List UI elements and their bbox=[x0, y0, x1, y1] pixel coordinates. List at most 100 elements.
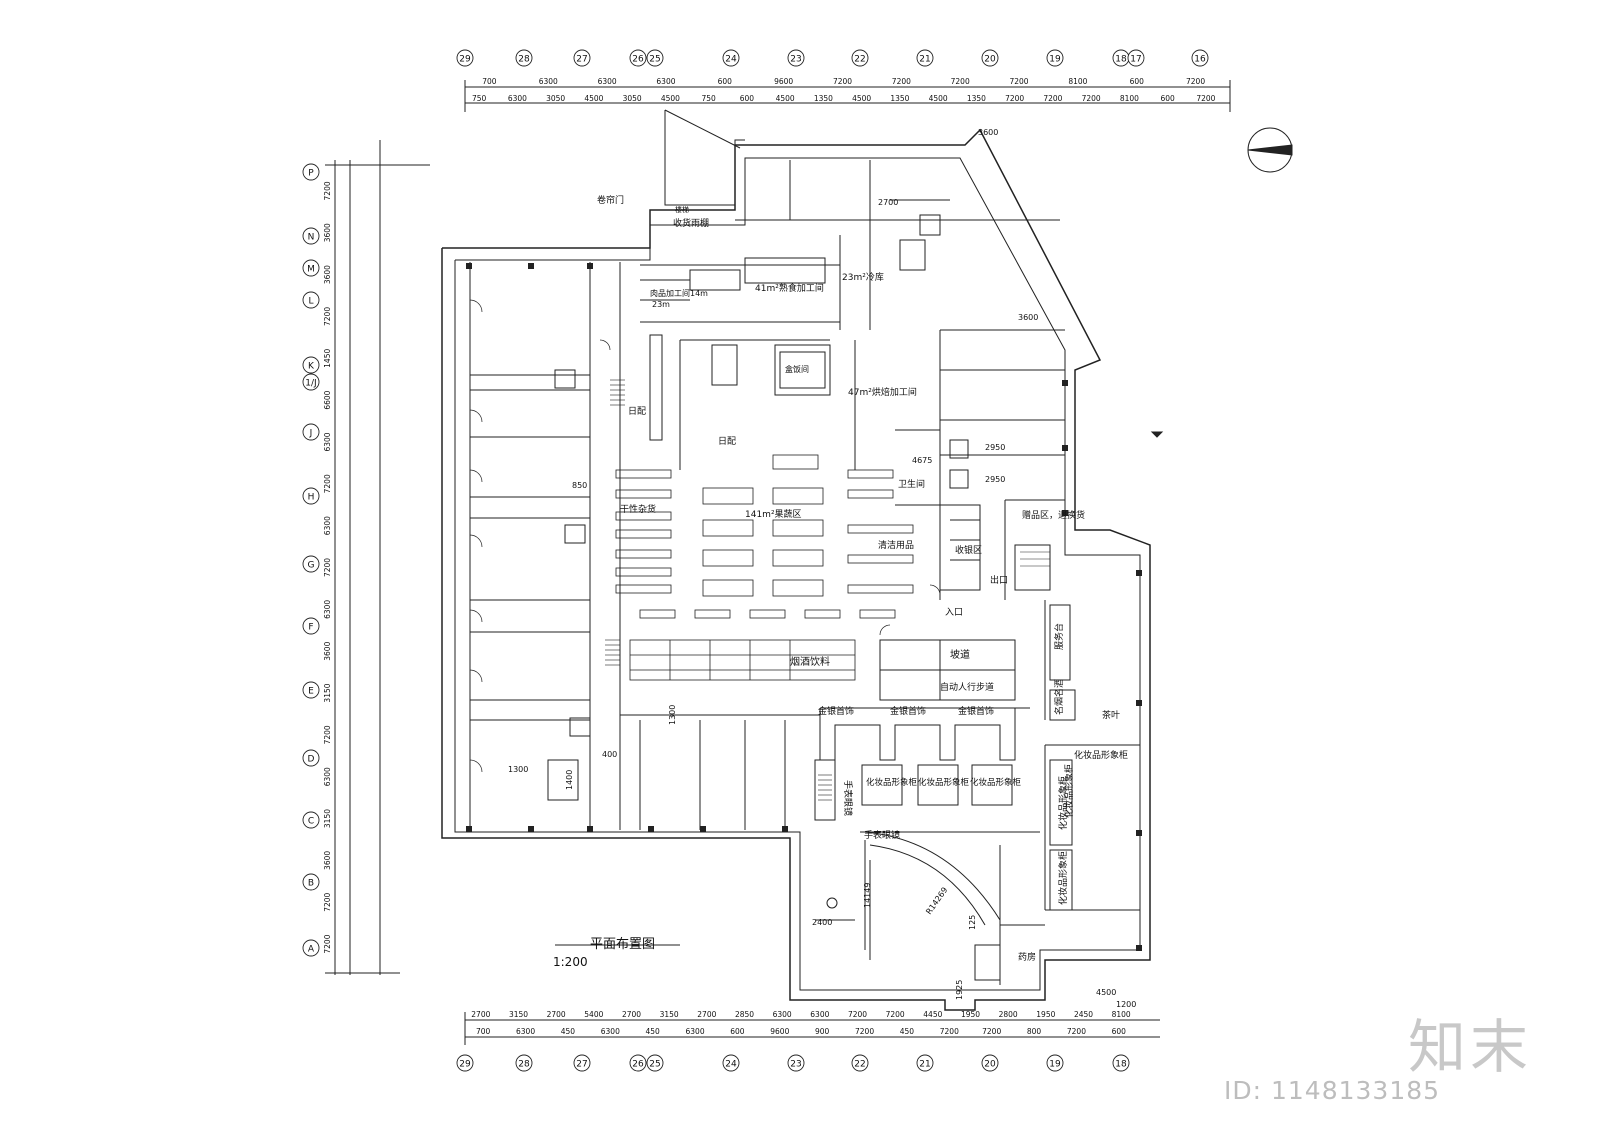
axis-bottom-26: 26 bbox=[629, 1054, 647, 1072]
dim-bot2-2: 450 bbox=[561, 1027, 576, 1036]
dim-bot2-9: 7200 bbox=[855, 1027, 874, 1036]
svg-text:B: B bbox=[308, 879, 314, 889]
dim-top2-1: 6300 bbox=[508, 94, 527, 103]
svg-text:25: 25 bbox=[649, 55, 660, 65]
dim-bot2-7: 9600 bbox=[770, 1027, 789, 1036]
dim-left-12: 3150 bbox=[323, 683, 332, 702]
dim-bot2-4: 450 bbox=[646, 1027, 661, 1036]
axis-bottom-22: 22 bbox=[851, 1054, 869, 1072]
axis-left-1/J: 1/J bbox=[302, 373, 320, 391]
dim-bot2-3: 6300 bbox=[601, 1027, 620, 1036]
svg-text:23: 23 bbox=[790, 55, 801, 65]
dim-1300-b: 1300 bbox=[668, 705, 677, 725]
dim-bot1-2: 2700 bbox=[547, 1010, 566, 1019]
axis-left-A: A bbox=[302, 939, 320, 957]
axis-top-29: 29 bbox=[456, 49, 474, 67]
dim-1925: 1925 bbox=[955, 980, 964, 1000]
dim-left-7: 7200 bbox=[323, 474, 332, 493]
dim-bot1-17: 8100 bbox=[1112, 1010, 1131, 1019]
room-produce: 141m²果蔬区 bbox=[745, 508, 802, 520]
svg-text:22: 22 bbox=[854, 55, 865, 65]
svg-text:21: 21 bbox=[919, 1060, 930, 1070]
axis-top-23: 23 bbox=[787, 49, 805, 67]
svg-text:L: L bbox=[308, 297, 313, 307]
dim-2950-a: 2950 bbox=[985, 443, 1005, 452]
dim-bot1-9: 6300 bbox=[810, 1010, 829, 1019]
dim-top1-3: 6300 bbox=[656, 77, 675, 86]
dim-bot1-7: 2850 bbox=[735, 1010, 754, 1019]
dim-bot1-10: 7200 bbox=[848, 1010, 867, 1019]
dim-bot1-12: 4450 bbox=[923, 1010, 942, 1019]
room-cosmetic-4: 化妆品形象柜 bbox=[1074, 749, 1128, 761]
dim-top2-14: 7200 bbox=[1005, 94, 1024, 103]
dim-4500: 4500 bbox=[1096, 988, 1116, 997]
room-escalator: 自动人行步道 bbox=[940, 681, 994, 693]
svg-text:K: K bbox=[308, 362, 315, 372]
room-service-desk: 服务台 bbox=[1053, 623, 1065, 650]
room-daily-2: 日配 bbox=[718, 436, 736, 447]
dim-left-9: 7200 bbox=[323, 558, 332, 577]
dim-bot2-6: 600 bbox=[730, 1027, 745, 1036]
room-gold-silver-3: 金银首饰 bbox=[958, 705, 994, 717]
dim-bot2-0: 700 bbox=[476, 1027, 491, 1036]
axis-left-P: P bbox=[302, 163, 320, 181]
axis-bottom-28: 28 bbox=[515, 1054, 533, 1072]
svg-text:21: 21 bbox=[919, 55, 930, 65]
room-hot-food: 盒饭间 bbox=[785, 364, 809, 374]
dim-top2-18: 600 bbox=[1160, 94, 1175, 103]
svg-text:27: 27 bbox=[576, 55, 587, 65]
room-gift-exchange: 赠品区，退换货 bbox=[1022, 509, 1085, 521]
dim-top2-11: 1350 bbox=[890, 94, 909, 103]
dim-top1-6: 7200 bbox=[833, 77, 852, 86]
axis-top-28: 28 bbox=[515, 49, 533, 67]
axis-top-27: 27 bbox=[573, 49, 591, 67]
dim-left-0: 7200 bbox=[323, 181, 332, 200]
dim-top1-4: 600 bbox=[718, 77, 733, 86]
svg-text:29: 29 bbox=[459, 55, 471, 65]
svg-text:G: G bbox=[308, 561, 315, 571]
dim-bot2-13: 800 bbox=[1027, 1027, 1042, 1036]
room-gold-silver-1: 金银首饰 bbox=[818, 705, 854, 717]
room-cold-storage: 23m²冷库 bbox=[842, 271, 884, 283]
room-watch-glasses-1: 手表眼镜 bbox=[864, 829, 900, 841]
room-tobacco-drinks: 烟酒饮料 bbox=[790, 655, 830, 668]
dim-left-2: 3600 bbox=[323, 265, 332, 284]
dim-1400: 1400 bbox=[565, 770, 574, 790]
room-watch-glasses-2: 手表眼镜 bbox=[842, 780, 854, 816]
axis-top-24: 24 bbox=[722, 49, 740, 67]
svg-text:M: M bbox=[307, 265, 315, 275]
dim-4675: 4675 bbox=[912, 456, 932, 465]
axis-bottom-27: 27 bbox=[573, 1054, 591, 1072]
svg-text:E: E bbox=[308, 687, 314, 697]
dim-top1-1: 6300 bbox=[539, 77, 558, 86]
dim-top2-7: 600 bbox=[740, 94, 755, 103]
svg-text:29: 29 bbox=[459, 1060, 471, 1070]
axis-left-K: K bbox=[302, 356, 320, 374]
axis-bottom-29: 29 bbox=[456, 1054, 474, 1072]
dim-400: 400 bbox=[602, 750, 617, 759]
room-cosmetic-5: 化妆品形象柜 bbox=[1057, 776, 1069, 830]
svg-text:28: 28 bbox=[518, 1060, 530, 1070]
dim-bot1-15: 1950 bbox=[1036, 1010, 1055, 1019]
room-ramp: 坡道 bbox=[950, 648, 970, 661]
watermark-brand-logo: 知末 bbox=[1408, 1013, 1533, 1081]
axis-left-E: E bbox=[302, 681, 320, 699]
svg-text:P: P bbox=[308, 169, 314, 179]
svg-text:26: 26 bbox=[632, 1060, 644, 1070]
axis-left-C: C bbox=[302, 811, 320, 829]
room-cosmetic-6: 化妆品形象柜 bbox=[1057, 851, 1069, 905]
dim-1300-a: 1300 bbox=[508, 765, 528, 774]
dim-top1-10: 8100 bbox=[1068, 77, 1087, 86]
axis-bottom-21: 21 bbox=[916, 1054, 934, 1072]
axis-top-17: 17 bbox=[1127, 49, 1145, 67]
room-tea: 茶叶 bbox=[1102, 709, 1120, 721]
axis-left-M: M bbox=[302, 259, 320, 277]
room-famous-tobacco: 名烟名酒 bbox=[1053, 679, 1065, 715]
dim-top2-13: 1350 bbox=[967, 94, 986, 103]
axis-top-19: 19 bbox=[1046, 49, 1064, 67]
svg-text:23: 23 bbox=[790, 1060, 801, 1070]
axis-left-H: H bbox=[302, 487, 320, 505]
dim-top2-6: 750 bbox=[701, 94, 716, 103]
